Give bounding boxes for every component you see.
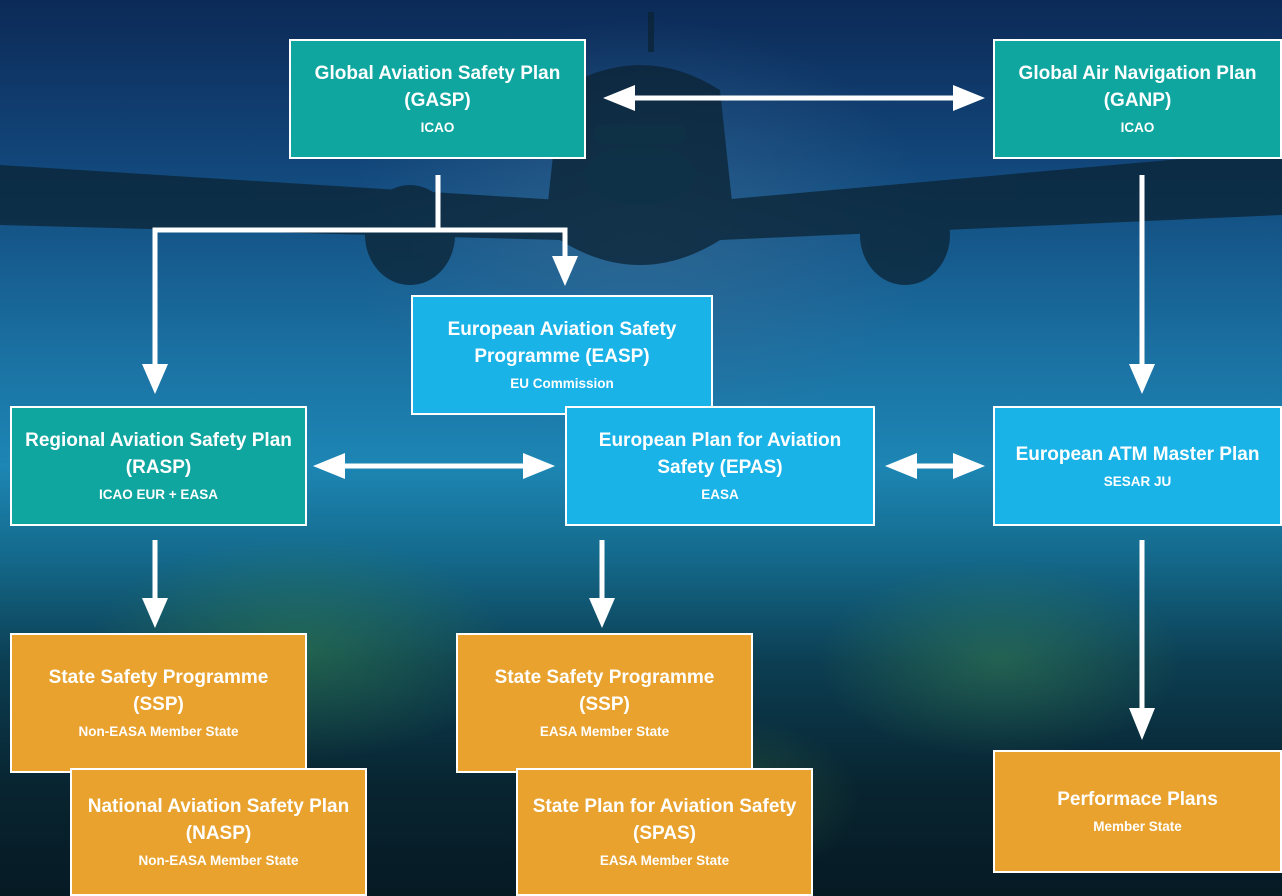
easp-title: European Aviation Safety Programme (EASP… bbox=[447, 319, 677, 367]
ganp-box: Global Air Navigation Plan (GANP) ICAO bbox=[993, 39, 1282, 159]
spas-title: State Plan for Aviation Safety (SPAS) bbox=[532, 796, 797, 844]
gasp-title: Global Aviation Safety Plan (GASP) bbox=[314, 63, 561, 111]
ganp-owner: ICAO bbox=[1120, 120, 1155, 135]
nasp-box: National Aviation Safety Plan (NASP) Non… bbox=[70, 768, 367, 896]
arrowhead-down bbox=[589, 598, 615, 628]
ssp-easa-title: State Safety Programme (SSP) bbox=[494, 667, 715, 715]
arrowhead-down bbox=[1129, 708, 1155, 740]
arrowhead-left bbox=[313, 453, 345, 479]
spas-owner: EASA Member State bbox=[599, 853, 730, 868]
ssp-easa-owner: EASA Member State bbox=[539, 724, 670, 739]
airplane-cockpit-windows bbox=[595, 125, 685, 143]
airplane-right-engine bbox=[860, 185, 950, 285]
airplane-tail bbox=[648, 12, 654, 52]
atm-master-plan-title: European ATM Master Plan bbox=[1015, 443, 1260, 465]
arrowhead-down bbox=[142, 598, 168, 628]
arrowhead-down bbox=[1129, 364, 1155, 394]
arrowhead-down bbox=[142, 364, 168, 394]
arrowhead-left bbox=[885, 453, 917, 479]
rasp-title: Regional Aviation Safety Plan (RASP) bbox=[25, 430, 292, 478]
easp-owner: EU Commission bbox=[510, 376, 614, 391]
arrowhead-right bbox=[523, 453, 555, 479]
epas-box: European Plan for Aviation Safety (EPAS)… bbox=[565, 406, 875, 526]
gasp-box: Global Aviation Safety Plan (GASP) ICAO bbox=[289, 39, 586, 159]
epas-owner: EASA bbox=[701, 487, 739, 502]
rasp-box: Regional Aviation Safety Plan (RASP) ICA… bbox=[10, 406, 307, 526]
atm-master-plan-owner: SESAR JU bbox=[1103, 473, 1172, 489]
airplane-wings bbox=[0, 150, 1282, 240]
performance-plans-box: Performace Plans Member State bbox=[993, 750, 1282, 873]
performance-plans-title: Performace Plans bbox=[1057, 789, 1218, 810]
airplane-left-engine bbox=[365, 185, 455, 285]
gasp-owner: ICAO bbox=[420, 120, 455, 135]
atm-master-plan-box: European ATM Master Plan SESAR JU bbox=[993, 406, 1282, 526]
nasp-title: National Aviation Safety Plan (NASP) bbox=[87, 796, 350, 844]
ssp-non-easa-title: State Safety Programme (SSP) bbox=[48, 667, 269, 715]
ssp-non-easa-owner: Non-EASA Member State bbox=[78, 724, 239, 739]
performance-plans-owner: Member State bbox=[1093, 819, 1182, 834]
rasp-owner: ICAO EUR + EASA bbox=[99, 487, 218, 502]
arrowhead-down bbox=[552, 256, 578, 286]
airplane-nose bbox=[585, 145, 695, 205]
arrowhead-left bbox=[603, 85, 635, 111]
nasp-owner: Non-EASA Member State bbox=[138, 853, 299, 868]
easp-box: European Aviation Safety Programme (EASP… bbox=[411, 295, 713, 415]
arrow-gasp-to-rasp bbox=[152, 227, 438, 370]
ssp-non-easa-box: State Safety Programme (SSP) Non-EASA Me… bbox=[10, 633, 307, 773]
epas-title: European Plan for Aviation Safety (EPAS) bbox=[598, 430, 842, 478]
arrowhead-right bbox=[953, 85, 985, 111]
ganp-title: Global Air Navigation Plan (GANP) bbox=[1018, 63, 1257, 111]
ssp-easa-box: State Safety Programme (SSP) EASA Member… bbox=[456, 633, 753, 773]
arrowhead-right bbox=[953, 453, 985, 479]
arrow-gasp-to-easp bbox=[438, 227, 568, 262]
spas-box: State Plan for Aviation Safety (SPAS) EA… bbox=[516, 768, 813, 896]
